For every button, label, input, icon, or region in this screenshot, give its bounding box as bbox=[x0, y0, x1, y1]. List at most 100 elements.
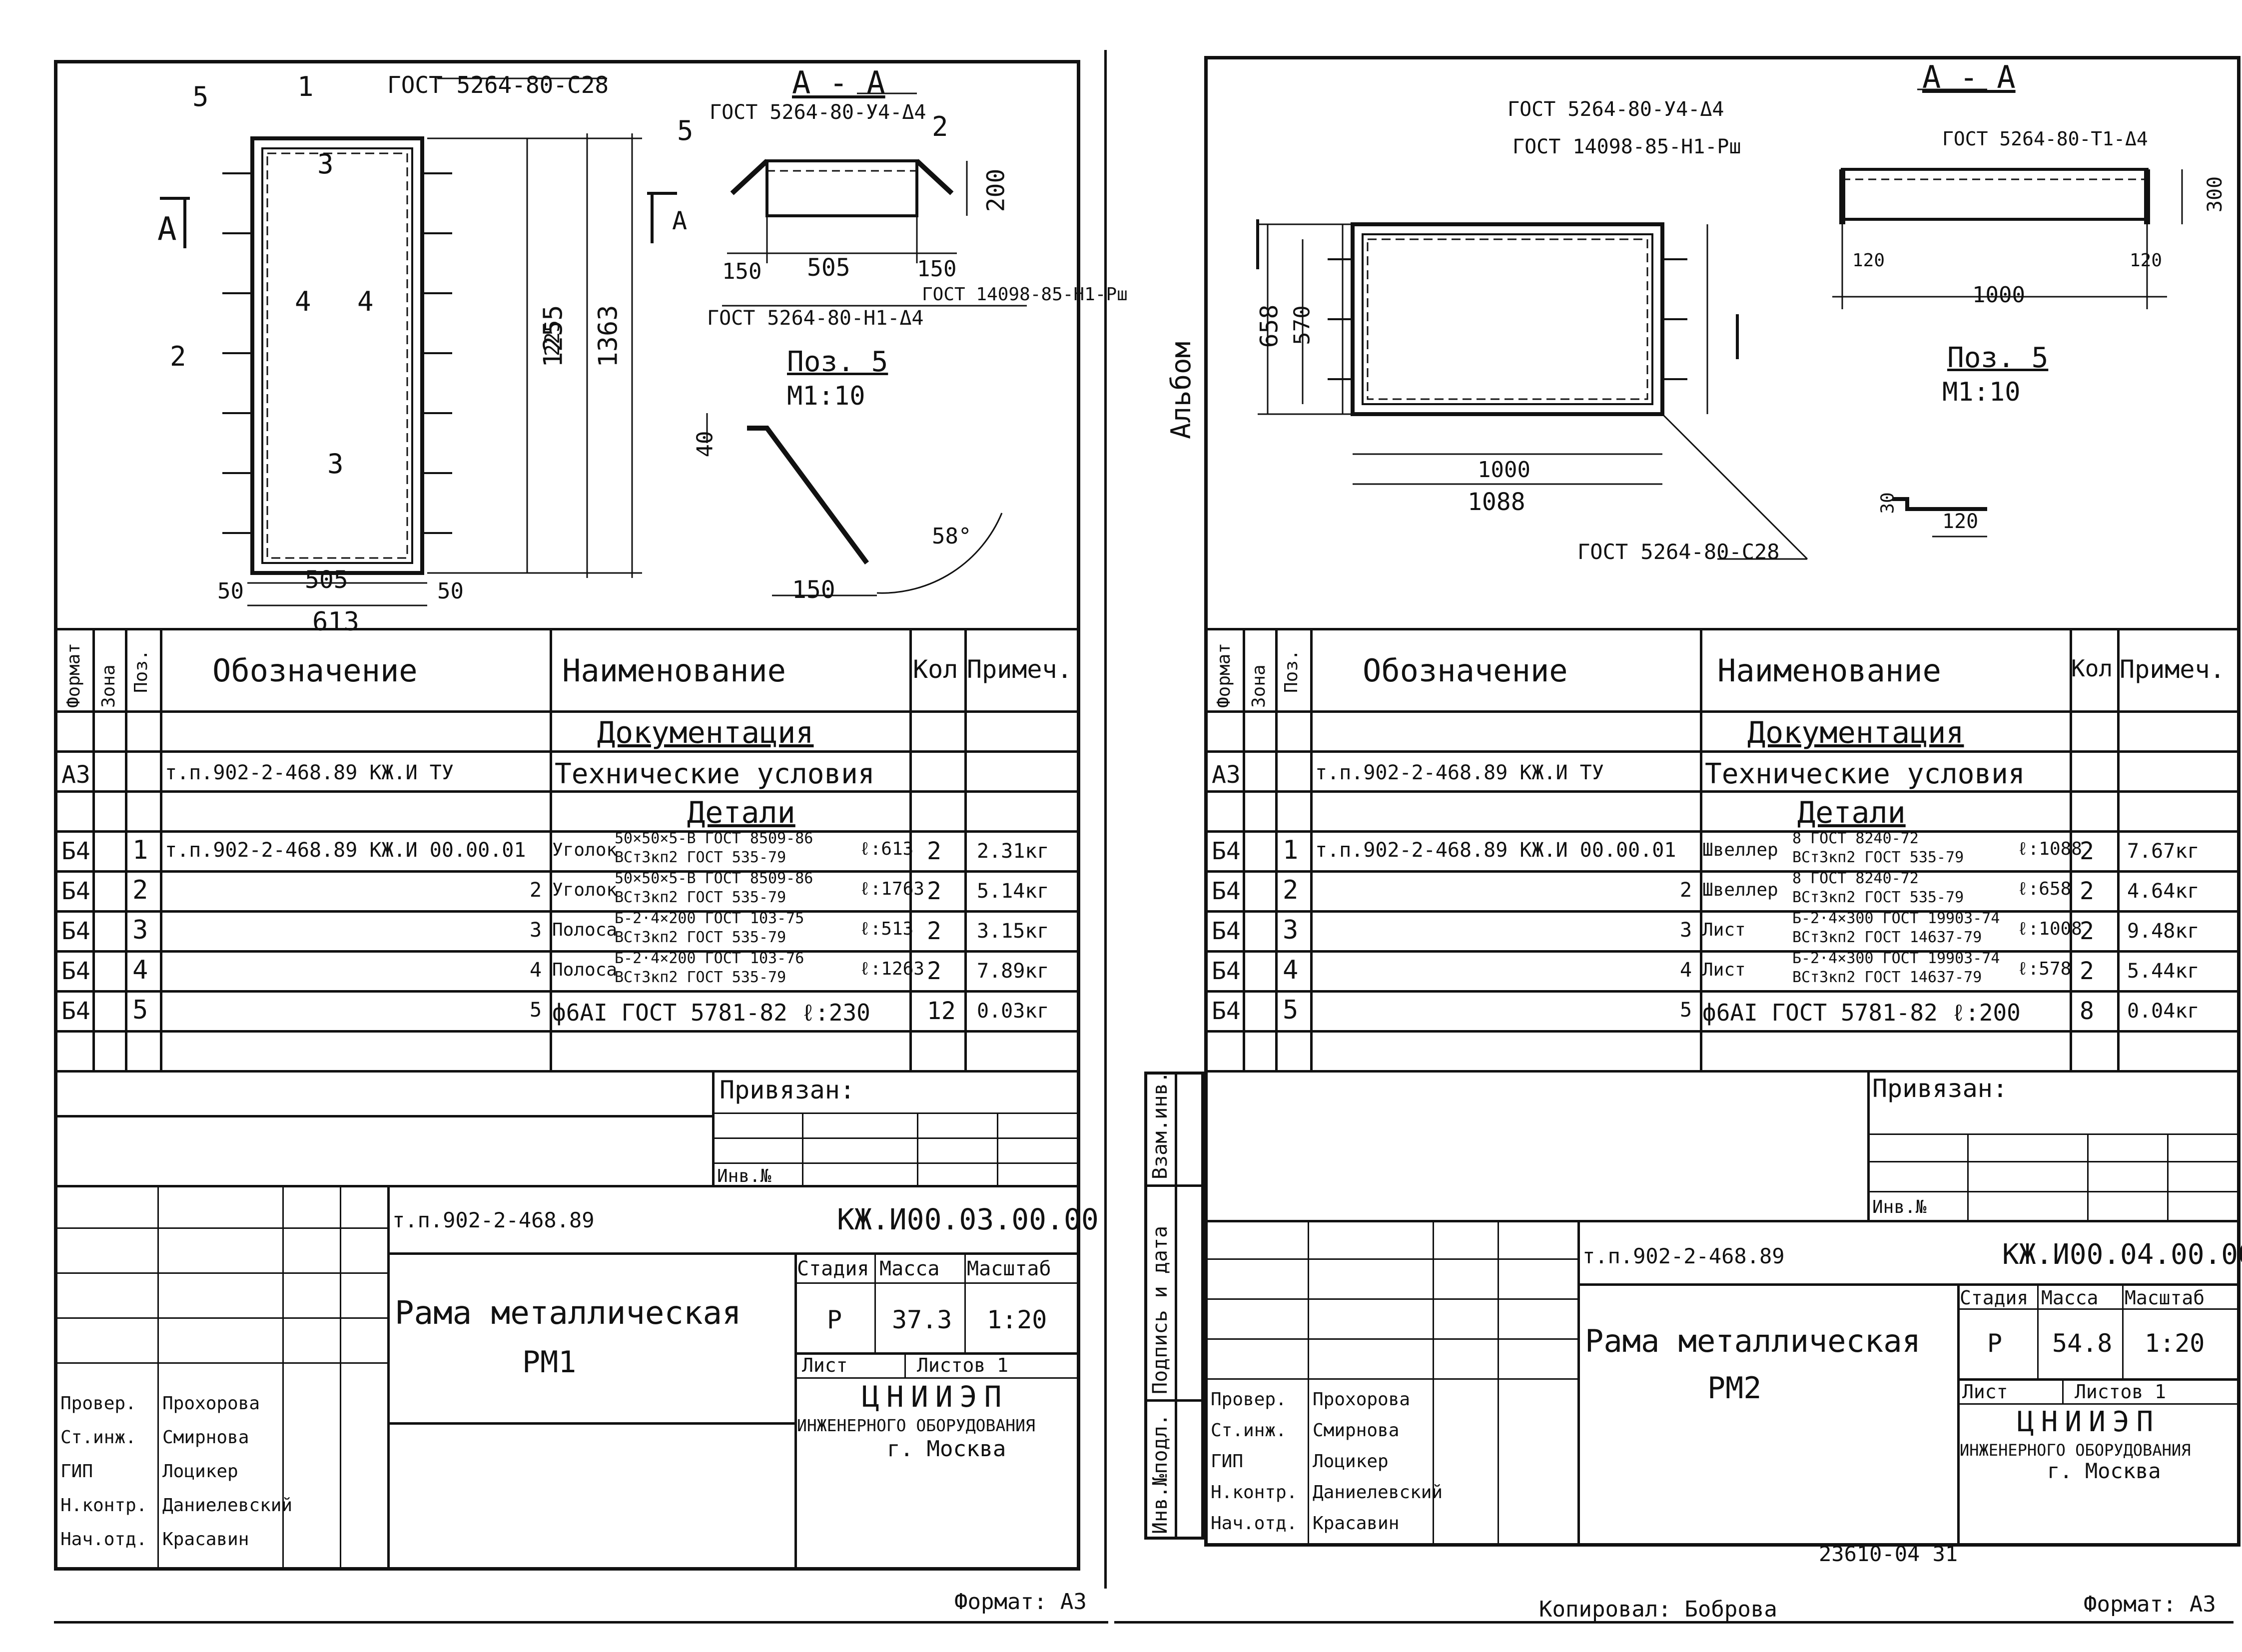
row-pos: 5 bbox=[132, 995, 148, 1025]
right-frame-drawing bbox=[1256, 88, 2183, 560]
strip-r1 bbox=[1147, 1184, 1201, 1187]
r-org2: ИНЖЕНЕРНОГО ОБОРУДОВАНИЯ bbox=[1960, 1441, 2191, 1460]
r-priv-row3 bbox=[1867, 1191, 2237, 1192]
row-note: 7.67кг bbox=[2127, 840, 2200, 863]
right-side-strip: Взам.инв. Подпись и дата Инв.№подл. bbox=[1144, 1071, 1204, 1540]
row-name-top: 8 ГОСТ 8240-72 bbox=[1792, 870, 1919, 887]
row-name-type: Полоса bbox=[552, 920, 618, 940]
stamp-role: Нач.отд. bbox=[1211, 1513, 1298, 1534]
std-sec3-label: ГОСТ 14098-85-Н1-Рш bbox=[922, 284, 1128, 305]
r-spec-hdr-bot bbox=[1208, 710, 2237, 713]
stamp-c2 bbox=[964, 1252, 966, 1352]
row-designation: 4 bbox=[530, 959, 542, 982]
r-priv-col2 bbox=[2087, 1133, 2089, 1220]
sheets-h: Листов 1 bbox=[917, 1354, 1009, 1376]
side-invpodl: Инв.№подл. bbox=[1149, 1414, 1172, 1534]
std-sec1-label: ГОСТ 5264-80-У4-Δ4 bbox=[710, 101, 926, 124]
r-dim-570: 570 bbox=[1289, 305, 1315, 345]
row-pos: 3 bbox=[1283, 915, 1299, 945]
spec-r7 bbox=[57, 990, 1077, 993]
stamp-g3 bbox=[340, 1185, 341, 1567]
stamp-r3 bbox=[57, 1317, 387, 1319]
r-spec-r7 bbox=[1208, 990, 2237, 993]
r-section-doc: Документация bbox=[1747, 715, 1964, 750]
r-spec-r8 bbox=[1208, 1030, 2237, 1033]
row-name-top: Б-2·4×200 ГОСТ 103-76 bbox=[615, 950, 804, 967]
row-note: 5.44кг bbox=[2127, 960, 2200, 983]
r-sheets-h: Листов 1 bbox=[2075, 1381, 2167, 1403]
label-5-sec: 5 bbox=[677, 115, 694, 146]
row-designation: 5 bbox=[1680, 999, 1692, 1022]
row-name-bot: ВСт3кп2 ГОСТ 535-79 bbox=[1792, 849, 1964, 866]
row-length: ℓ:1763 bbox=[859, 879, 924, 899]
row-designation: 5 bbox=[530, 999, 542, 1022]
hdr-designation: Обозначение bbox=[212, 652, 418, 689]
r-std1: ГОСТ 5264-80-У4-Δ4 bbox=[1507, 98, 1724, 121]
r-doc-format: А3 bbox=[1212, 761, 1241, 789]
r-priv-row1 bbox=[1867, 1133, 2237, 1135]
row-note: 7.89кг bbox=[977, 960, 1049, 983]
stamp-r4 bbox=[57, 1362, 387, 1364]
r-hdr-format: Формат bbox=[1214, 642, 1234, 708]
left-format: Формат: А3 bbox=[954, 1589, 1087, 1615]
stamp-r2 bbox=[57, 1272, 387, 1274]
right-format: Формат: А3 bbox=[2084, 1592, 2216, 1617]
r-dim-120b: 120 bbox=[2130, 250, 2163, 271]
spec-c5 bbox=[909, 628, 912, 1070]
row-qty: 2 bbox=[2080, 837, 2094, 865]
priv-row2 bbox=[712, 1137, 1077, 1139]
side-vzam: Взам.инв. bbox=[1149, 1071, 1172, 1179]
row-designation: т.п.902-2-468.89 КЖ.И 00.00.01 bbox=[165, 839, 526, 862]
section-doc: Документация bbox=[597, 715, 814, 750]
stamp-code-bot bbox=[387, 1252, 1077, 1255]
row-format: Б4 bbox=[1212, 837, 1241, 865]
row-designation: 2 bbox=[530, 879, 542, 902]
archive-no: 23610-04 31 bbox=[1819, 1542, 1958, 1566]
pos5-title: Поз. 5 bbox=[787, 346, 888, 378]
row-name-top: Б-2·4×300 ГОСТ 19903-74 bbox=[1792, 910, 2000, 927]
dim-50b: 50 bbox=[437, 578, 464, 604]
row-qty: 8 bbox=[2080, 997, 2094, 1025]
r-hdr-name: Наименование bbox=[1717, 652, 1941, 689]
stamp-title-bot bbox=[387, 1422, 794, 1425]
dim-1363: 1363 bbox=[593, 305, 624, 368]
row-name-type: ф6АI ГОСТ 5781-82 ℓ:230 bbox=[552, 999, 870, 1026]
r-doc-code: т.п.902-2-468.89 bbox=[1582, 1244, 1785, 1268]
r-spec-r3 bbox=[1208, 830, 2237, 833]
r-dim-1000-sec: 1000 bbox=[1972, 282, 2025, 308]
r-album: Альбом bbox=[1165, 341, 1197, 439]
r-spec-c1 bbox=[1243, 628, 1245, 1070]
dim-40: 40 bbox=[692, 431, 718, 458]
row-pos: 1 bbox=[1283, 835, 1299, 865]
row-name-type: Уголок bbox=[552, 840, 618, 860]
r-stamp-r1 bbox=[1208, 1258, 1577, 1260]
row-name-top: 50×50×5-В ГОСТ 8509-86 bbox=[615, 830, 813, 847]
stamp-main-left bbox=[387, 1185, 390, 1567]
label-A-right: А bbox=[672, 206, 688, 235]
r-pos5-title: Поз. 5 bbox=[1947, 342, 2049, 374]
dim-58deg: 58° bbox=[932, 524, 972, 549]
r-stamp-r3 bbox=[1208, 1338, 1577, 1340]
doc-mark: КЖ.И00.03.00.00 bbox=[837, 1202, 1099, 1236]
row-qty: 12 bbox=[927, 997, 956, 1025]
stamp-stage-bot bbox=[794, 1352, 1077, 1355]
label-4a: 4 bbox=[295, 286, 311, 317]
r-stamp-r2 bbox=[1208, 1298, 1577, 1300]
left-sheet: ГОСТ 5264-80-С28 А - А ГОСТ 5264-80-У4-Δ… bbox=[54, 60, 1128, 1571]
stamp-person: Даниелевский bbox=[162, 1495, 293, 1516]
row-length: ℓ:1263 bbox=[859, 959, 924, 979]
spec-r3 bbox=[57, 830, 1077, 833]
r-section-aa: А - А bbox=[1922, 59, 2016, 95]
r-hdr-pos: Поз. bbox=[1281, 649, 1302, 693]
r-spec-r6 bbox=[1208, 950, 2237, 953]
spec-c3 bbox=[160, 628, 162, 1070]
dim-150a: 150 bbox=[722, 259, 762, 284]
title-line1: Рама металлическая bbox=[395, 1295, 742, 1332]
r-title-line1: Рама металлическая bbox=[1585, 1323, 1921, 1359]
r-spec-c6 bbox=[2117, 628, 2120, 1070]
r-section-parts: Детали bbox=[1797, 795, 1906, 830]
stamp-role: ГИП bbox=[1211, 1451, 1244, 1472]
spec-c2 bbox=[125, 628, 127, 1070]
scale-v: 1:20 bbox=[987, 1305, 1047, 1334]
r-privyazan-label: Привязан: bbox=[1872, 1074, 2008, 1103]
